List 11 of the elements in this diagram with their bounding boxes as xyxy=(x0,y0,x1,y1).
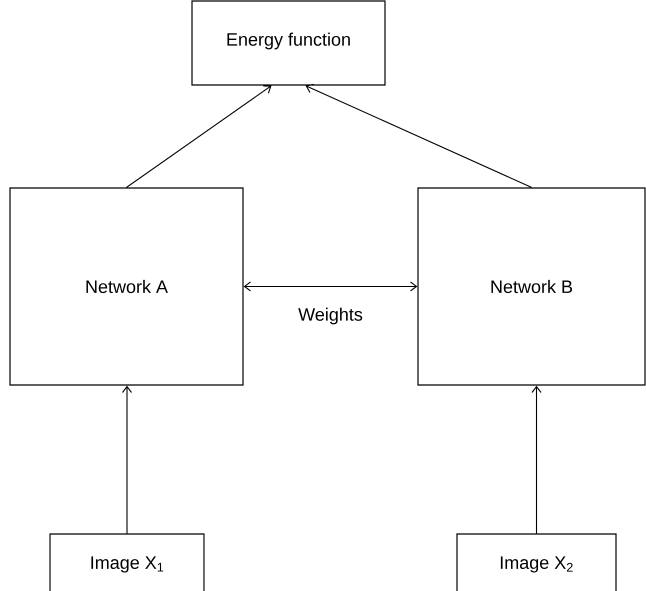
arrow xyxy=(126,85,272,188)
edge-label: Weights xyxy=(297,306,364,326)
arrow xyxy=(532,386,542,534)
arrow xyxy=(122,386,132,534)
arrow xyxy=(244,282,418,292)
network-box: Network B xyxy=(417,187,646,386)
arrow xyxy=(306,84,532,188)
function-box: Energy function xyxy=(191,0,386,86)
image-box: Image X$_{2}$ xyxy=(456,533,617,591)
network-box: Network A xyxy=(9,187,244,386)
image-box: Image X$_{1}$ xyxy=(49,533,205,591)
